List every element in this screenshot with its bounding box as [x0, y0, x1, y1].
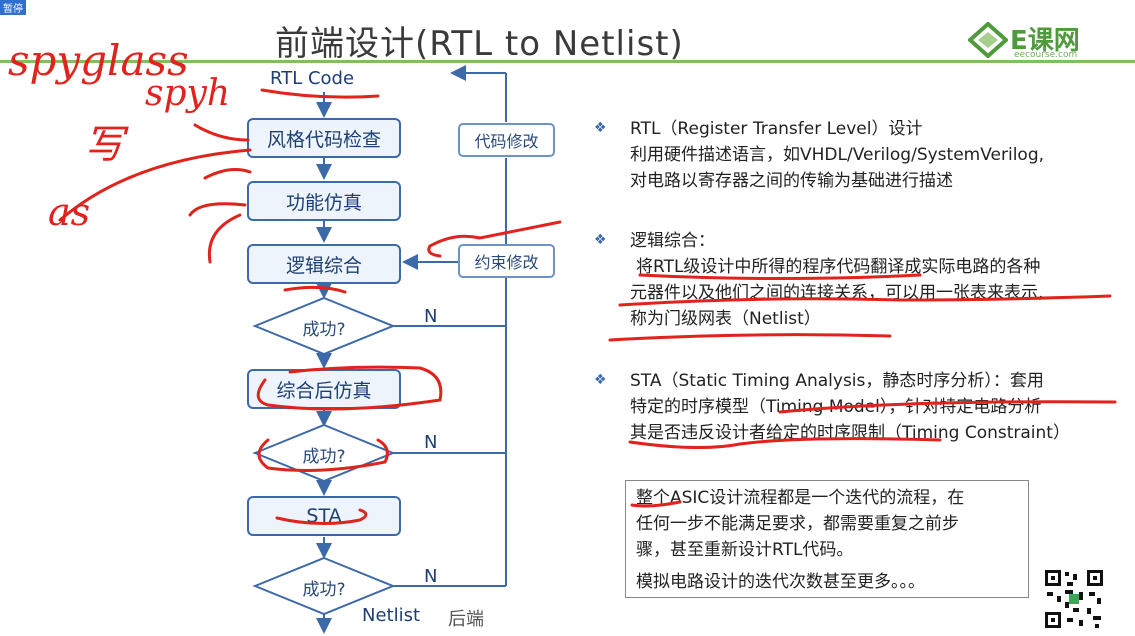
bullet-3-line-3: 其是否违反设计者给定的时序限制（Timing Constraint） — [630, 423, 1070, 443]
bullet-1-line-3: 对电路以寄存器之间的传输为基础进行描述 — [630, 171, 953, 191]
flow-backend: 后端 — [448, 609, 484, 630]
brand-logo: E课网 eecourse.com — [966, 21, 1080, 62]
handwriting-line-2: spyh — [145, 73, 230, 114]
qr-code-icon — [1043, 568, 1105, 630]
handwriting-line-3: 写 — [84, 122, 129, 168]
bullet-2-line-3: 元器件以及他们之间的连接关系，可以用一张表来表示, — [630, 283, 1044, 303]
flow-functional-sim: 功能仿真 — [247, 181, 401, 221]
bullet-2-line-1: 逻辑综合： — [630, 231, 715, 251]
no-label-2: N — [424, 432, 438, 453]
flow-logic-synthesis: 逻辑综合 — [247, 244, 401, 284]
bullet-3-line-1: STA（Static Timing Analysis，静态时序分析）：套用 — [630, 371, 1044, 391]
asic-iteration-note: 整个ASIC设计流程都是一个迭代的流程，在 任何一步不能满足要求，都需要重复之前… — [625, 480, 1029, 598]
flow-post-syn-sim: 综合后仿真 — [247, 369, 401, 409]
handwriting-line-4: as — [48, 190, 90, 234]
note-line-3: 骤，甚至重新设计RTL代码。 — [636, 540, 854, 560]
decision-1-shape — [252, 296, 396, 356]
logo-icon — [966, 21, 1010, 59]
decision-3-shape — [252, 556, 396, 616]
note-line-2: 任何一步不能满足要求，都需要重复之前步 — [636, 514, 959, 534]
bullet-1-line-2: 利用硬件描述语言，如VHDL/Verilog/SystemVerilog, — [630, 145, 1045, 165]
pause-tag: 暂停 — [0, 0, 26, 15]
bullet-1-text: RTL（Register Transfer Level）设计 利用硬件描述语言，… — [630, 116, 1044, 194]
brand-name: E课网 — [1010, 26, 1080, 56]
flow-sta: STA — [247, 496, 401, 536]
flow-netlist: Netlist — [362, 605, 421, 626]
loop-code-fix: 代码修改 — [458, 123, 555, 157]
bullet-3-icon: ❖ — [594, 372, 607, 388]
bullet-2-icon: ❖ — [594, 232, 607, 248]
decision-1-label: 成功? — [302, 320, 346, 340]
decision-3-label: 成功? — [302, 580, 346, 600]
note-line-1: 整个ASIC设计流程都是一个迭代的流程，在 — [636, 488, 965, 508]
no-label-1: N — [424, 306, 438, 327]
bullet-2-line-2: 将RTL级设计中所得的程序代码翻译成实际电路的各种 — [636, 257, 1041, 277]
flow-style-check: 风格代码检查 — [247, 118, 401, 158]
note-line-4: 模拟电路设计的迭代次数甚至更多。。。 — [636, 572, 925, 592]
decision-2-label: 成功? — [302, 447, 346, 467]
brand-url: eecourse.com — [1014, 50, 1078, 60]
no-label-3: N — [424, 566, 438, 587]
loop-constraint-fix: 约束修改 — [458, 244, 555, 278]
bullet-1-icon: ❖ — [594, 120, 607, 136]
title-divider — [0, 60, 1135, 63]
flow-start-rtl-code: RTL Code — [270, 68, 355, 89]
bullet-2-text: 逻辑综合： 将RTL级设计中所得的程序代码翻译成实际电路的各种 元器件以及他们之… — [630, 228, 1043, 332]
bullet-2-line-4: 称为门级网表（Netlist） — [630, 309, 821, 329]
page-title: 前端设计(RTL to Netlist) — [275, 24, 684, 64]
bullet-1-line-1: RTL（Register Transfer Level）设计 — [630, 119, 923, 139]
handwriting-line-1: spyglass — [8, 36, 189, 85]
